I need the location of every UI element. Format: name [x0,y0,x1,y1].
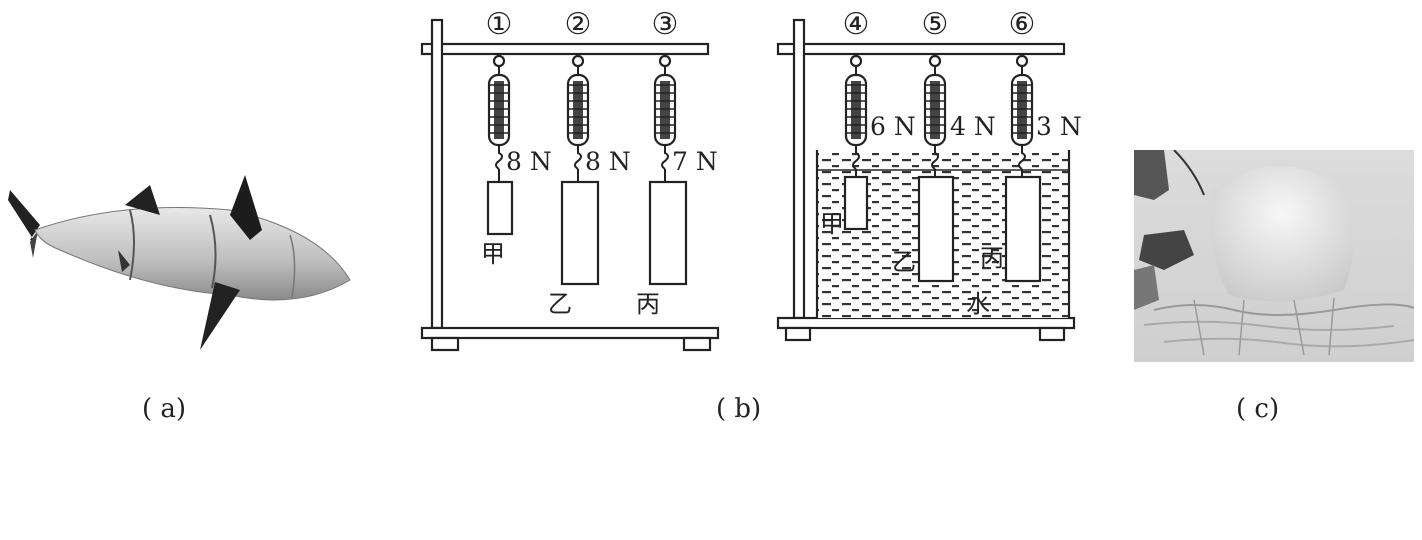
scale-number: ⑤ [922,7,949,42]
caption-c: ( c) [1236,394,1280,424]
block-label: 甲 [481,240,505,268]
scale-reading: 8 N [506,147,552,176]
block-label: 乙 [892,248,916,276]
scale-number: ③ [652,7,679,42]
water-label: 水 [966,290,990,318]
block-jia-left [486,180,514,236]
scale-reading: 8 N [585,147,631,176]
block-label: 丙 [980,244,1004,272]
block-jia-right [843,175,869,231]
scale-reading: 6 N [870,112,916,141]
block-yi-left [560,180,600,286]
block-label: 乙 [548,290,572,318]
robot-fish-image [8,175,351,350]
scale-number: ① [486,7,513,42]
block-label: 甲 [820,210,844,238]
block-label: 丙 [636,290,660,318]
stands-diagram: ① ② ③ 8 N 8 N 7 N 甲 乙 丙 ④ ⑤ ⑥ 6 N 4 [420,7,1082,352]
scale-reading: 7 N [672,147,718,176]
scale-reading: 4 N [950,112,996,141]
scale-number: ④ [843,7,870,42]
left-stand: ① ② ③ 8 N 8 N 7 N 甲 乙 丙 [420,7,720,352]
caption-b: ( b) [716,394,762,424]
caption-a: ( a) [142,394,187,424]
scale-number: ⑥ [1009,7,1036,42]
right-stand: ④ ⑤ ⑥ 6 N 4 N 3 N 甲 乙 丙 水 [776,7,1082,342]
water-bag-photo [1134,150,1414,362]
block-yi-right [917,175,955,283]
scale-reading: 3 N [1036,112,1082,141]
block-bing-left [648,180,688,286]
scale-number: ② [565,7,592,42]
block-bing-right [1004,175,1042,283]
